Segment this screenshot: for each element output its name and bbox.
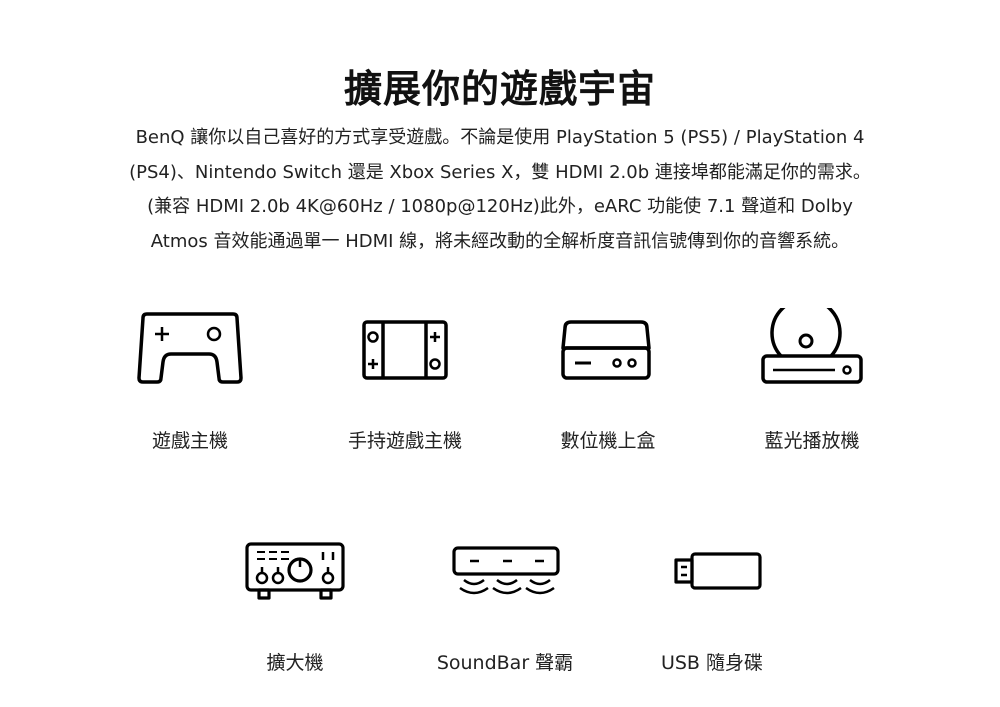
device-soundbar: SoundBar 聲霸 (405, 538, 605, 675)
device-amplifier: 擴大機 (195, 538, 395, 675)
device-label: SoundBar 聲霸 (436, 652, 574, 674)
device-usb-drive: USB 隨身碟 (612, 538, 812, 675)
page-title: 擴展你的遊戲宇宙 (343, 67, 656, 111)
device-label: USB 隨身碟 (660, 652, 764, 674)
set-top-box-icon (561, 320, 651, 380)
device-bluray-player: 藍光播放機 (712, 308, 912, 453)
device-label: 藍光播放機 (764, 430, 860, 452)
device-label: 遊戲主機 (151, 430, 228, 452)
device-label: 數位機上盒 (560, 430, 656, 452)
usb-drive-icon (674, 552, 762, 590)
description-line: Atmos 音效能通過單一 HDMI 線，將未經改動的全解析度音訊信號傳到你的音… (150, 230, 850, 252)
device-game-console: 遊戲主機 (90, 308, 290, 453)
device-set-top-box: 數位機上盒 (508, 308, 708, 453)
description: BenQ 讓你以自己喜好的方式享受遊戲。不論是使用 PlayStation 5 … (100, 121, 900, 259)
amplifier-icon (245, 542, 345, 600)
game-console-icon (137, 312, 243, 384)
device-handheld-console: 手持遊戲主機 (305, 308, 505, 453)
bluray-player-icon (761, 308, 863, 384)
handheld-console-icon (362, 320, 448, 380)
soundbar-icon (452, 546, 560, 595)
device-label: 手持遊戲主機 (347, 430, 462, 452)
description-line: (PS4)、Nintendo Switch 還是 Xbox Series X，雙… (129, 161, 871, 183)
description-line: (兼容 HDMI 2.0b 4K@60Hz / 1080p@120Hz)此外，e… (147, 196, 853, 217)
description-line: BenQ 讓你以自己喜好的方式享受遊戲。不論是使用 PlayStation 5 … (135, 127, 865, 148)
device-label: 擴大機 (266, 652, 324, 674)
